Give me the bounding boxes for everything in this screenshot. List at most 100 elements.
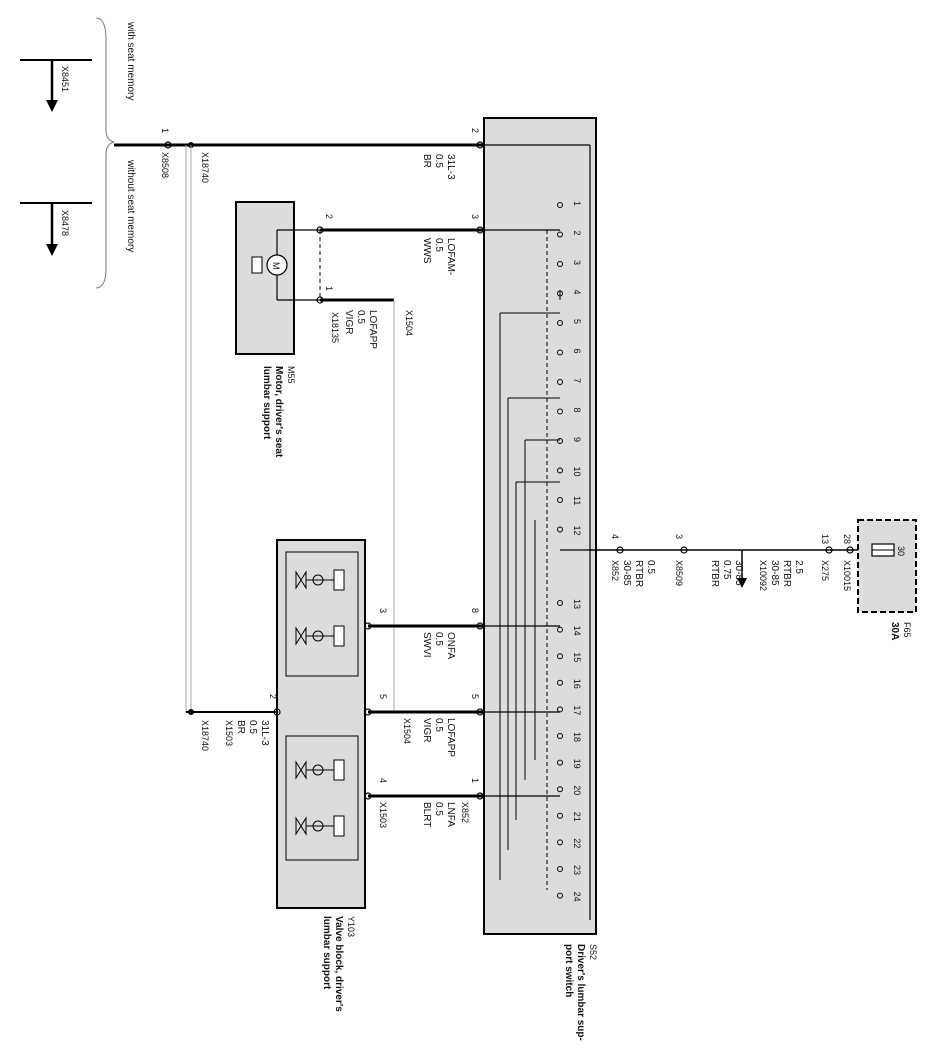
onfa-wire-1: ONFA — [445, 632, 456, 660]
motor-id: M55 — [286, 366, 296, 384]
switch-contact — [557, 626, 563, 633]
x10015-label: X10015 — [842, 560, 852, 591]
motor-symbol: M — [271, 262, 281, 270]
switch-contact — [557, 733, 563, 739]
fuse-rating: 30A — [889, 622, 900, 640]
x8508-label: X8508 — [160, 152, 170, 178]
switch-pin-number: 5 — [572, 319, 582, 324]
lnfa-wire-3: BLRT — [421, 802, 432, 827]
switch-name-line2: port switch — [563, 944, 574, 997]
x18740-left-label: X18740 — [200, 720, 210, 751]
valve-pin-5: 5 — [378, 694, 388, 699]
valve-symbol — [295, 760, 307, 780]
switch-id: S52 — [588, 944, 598, 960]
valve-symbol — [295, 570, 307, 590]
switch-pin-number: 13 — [572, 599, 582, 609]
motor-pin-2: 2 — [324, 214, 334, 219]
switch-contact — [557, 467, 563, 474]
switch-contact — [557, 408, 563, 415]
lofapp2-wire-2: 0.5 — [433, 718, 444, 732]
lofam-wire-3: WWS — [421, 238, 432, 264]
motor-m55: M 2 1 X18135 M55 Motor, driver's seat lu… — [235, 201, 340, 458]
switch-pin-number: 11 — [572, 496, 582, 505]
top-wire-spec-3: BR — [421, 154, 432, 168]
switch-contact — [557, 812, 563, 819]
x18740-top-label: X18740 — [200, 152, 210, 183]
x275-label: X275 — [820, 560, 830, 581]
valve-block-id: Y103 — [346, 916, 356, 937]
switch-pin-number: 17 — [572, 705, 582, 715]
wire-31l3-top: 1 X8508 X18740 2 31L-3 0.5 BR — [114, 128, 484, 712]
switch-contact — [557, 759, 563, 766]
switch-pin-number: 23 — [572, 865, 582, 875]
fuse-id: F65 — [902, 622, 912, 638]
onfa-wire-3: SWVI — [421, 632, 432, 658]
x8509-pin: 3 — [674, 534, 684, 539]
switch-pin-5-wire: 5 — [470, 694, 480, 699]
switch-pin-number: 16 — [572, 679, 582, 689]
switch-contact — [557, 839, 563, 846]
x1504-top-label: X1504 — [404, 310, 414, 336]
switch-s52: 123456789101112131415161718192021222324 … — [483, 117, 598, 1041]
valve-pin-2: 2 — [268, 694, 278, 699]
supply-wire3-b: RTBR — [781, 560, 792, 587]
supply-wire2-c: RTBR — [709, 560, 720, 587]
switch-contact — [557, 679, 563, 686]
x852-bottom-label: X852 — [460, 802, 470, 823]
x18135-label: X18135 — [330, 312, 340, 343]
valve-symbols — [295, 569, 345, 837]
supply-wire2-a: 30-85 — [733, 560, 744, 586]
top-pin-2: 2 — [470, 128, 480, 133]
switch-contact — [557, 653, 563, 660]
valve-coil — [333, 569, 345, 591]
switch-contact — [557, 438, 563, 444]
switch-pin-number: 19 — [572, 759, 582, 769]
switch-pin-number: 6 — [572, 349, 582, 354]
switch-pin-number: 12 — [572, 526, 582, 536]
x8508-pin: 1 — [160, 128, 170, 133]
switch-contact — [557, 261, 563, 267]
conn-x8451: X8451 — [60, 66, 70, 92]
switch-contact — [557, 290, 563, 297]
valve-coil — [333, 815, 345, 837]
switch-pin-number: 4 — [572, 290, 582, 295]
switch-pin-8-wire: 8 — [470, 608, 480, 613]
valve-wires: 8 5 1 ONFA 0.5 SWVI LOFAPP 0.5 VIGR LNFA… — [186, 608, 484, 828]
lofapp-wire-1: LOFAPP — [367, 310, 378, 349]
x10015-pin: 28 — [842, 534, 852, 544]
switch-contact — [557, 786, 563, 793]
valve-block-name-line1: Valve block, driver's — [333, 916, 344, 1012]
switch-pin-number: 9 — [572, 437, 582, 442]
lofapp2-wire-1: LOFAPP — [445, 718, 456, 757]
switch-pin-number: 24 — [572, 892, 582, 902]
lofam-wire-1: LOFAM- — [445, 238, 456, 275]
conn-x8478: X8478 — [60, 210, 70, 236]
switch-pin-number: 15 — [572, 652, 582, 662]
valve-pin-4: 4 — [378, 778, 388, 783]
switch-contact — [557, 600, 563, 606]
switch-pin-number: 20 — [572, 785, 582, 795]
vb-wire-3: BR — [235, 720, 246, 734]
switch-contact — [557, 231, 563, 238]
x10092-label: X10092 — [758, 560, 768, 591]
motor-wires: 3 LOFAM- 0.5 WWS LOFAPP 0.5 VIGR X1504 — [320, 214, 484, 712]
supply-wire3-c: 30-85 — [769, 560, 780, 586]
seat-memory-selector: X8451 X8478 with seat memory without sea… — [20, 17, 136, 289]
x1503-bottom-label: X1503 — [378, 802, 388, 828]
switch-pin-number: 22 — [572, 838, 582, 848]
lofam-wire-2: 0.5 — [433, 238, 444, 252]
lnfa-wire-1: LNFA — [445, 802, 456, 827]
lnfa-wire-2: 0.5 — [433, 802, 444, 816]
switch-pin-number: 7 — [572, 378, 582, 383]
motor-name-line2: lumbar support — [261, 366, 272, 440]
switch-contact — [557, 526, 563, 533]
switch-pin-number: 2 — [572, 231, 582, 236]
valve-symbol — [295, 816, 307, 836]
switch-pin-1-wire: 1 — [470, 778, 480, 783]
switch-name-line1: Driver's lumbar sup- — [575, 944, 586, 1041]
top-pin-3: 3 — [470, 214, 480, 219]
supply-wire1-a: 0.5 — [645, 560, 656, 574]
x852-supply-label: X852 — [610, 560, 620, 581]
